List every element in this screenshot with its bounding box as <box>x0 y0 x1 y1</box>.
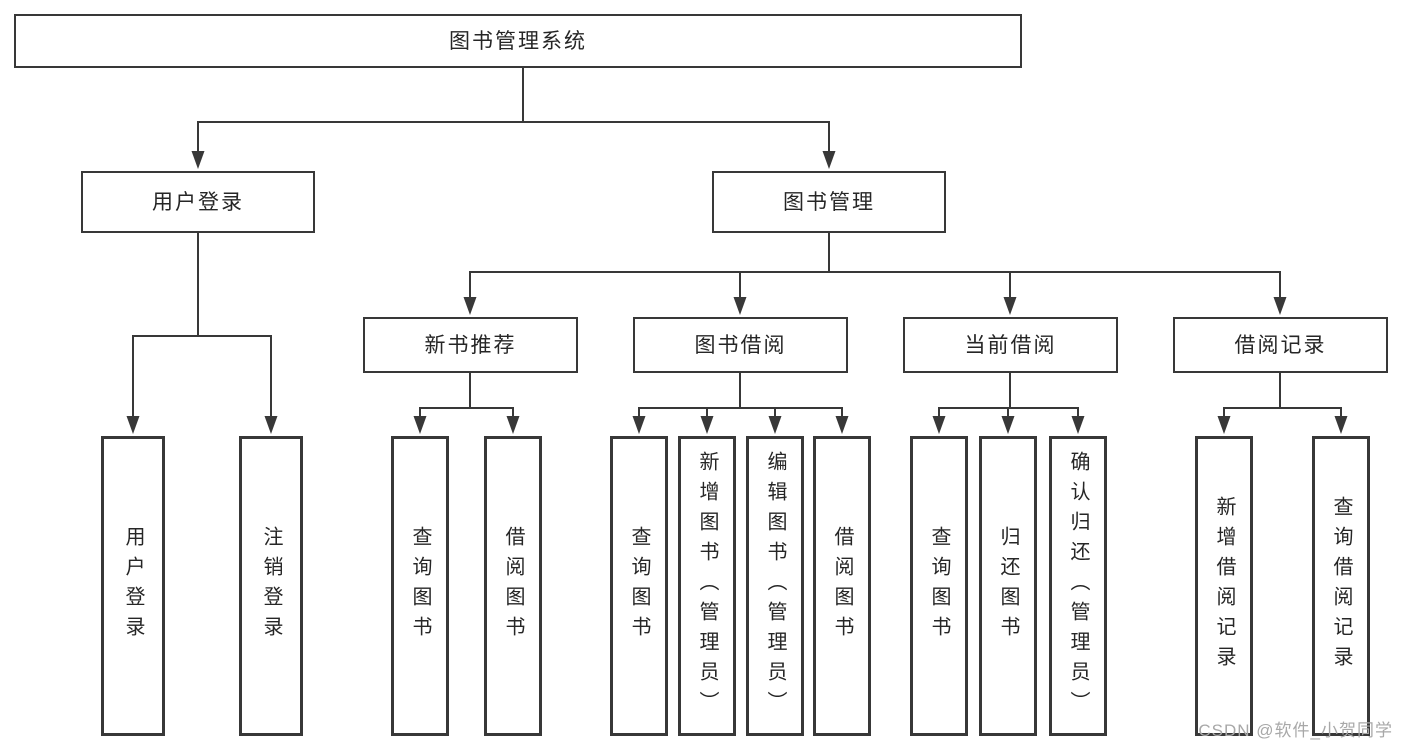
watermark: CSDN @软件_小贺同学 <box>1198 721 1393 740</box>
leaf-user-login: 用户登录 <box>101 436 165 736</box>
node-library-management-system: 图书管理系统 <box>14 14 1022 68</box>
leaf-add-book-admin: 新增图书（管理员） <box>678 436 736 736</box>
leaf-query-books-borrow: 查询图书 <box>610 436 668 736</box>
leaf-query-borrow-record: 查询借阅记录 <box>1312 436 1370 736</box>
leaf-return-book: 归还图书 <box>979 436 1037 736</box>
leaf-add-borrow-record: 新增借阅记录 <box>1195 436 1253 736</box>
leaf-query-books-recommend: 查询图书 <box>391 436 449 736</box>
node-new-book-recommend: 新书推荐 <box>363 317 578 373</box>
node-book-borrow: 图书借阅 <box>633 317 848 373</box>
leaf-borrow-books-recommend: 借阅图书 <box>484 436 542 736</box>
node-book-management: 图书管理 <box>712 171 946 233</box>
leaf-confirm-return-admin: 确认归还（管理员） <box>1049 436 1107 736</box>
leaf-edit-book-admin: 编辑图书（管理员） <box>746 436 804 736</box>
leaf-query-books-current: 查询图书 <box>910 436 968 736</box>
leaf-logout: 注销登录 <box>239 436 303 736</box>
node-current-borrow: 当前借阅 <box>903 317 1118 373</box>
node-user-login: 用户登录 <box>81 171 315 233</box>
leaf-borrow-books: 借阅图书 <box>813 436 871 736</box>
node-borrow-records: 借阅记录 <box>1173 317 1388 373</box>
